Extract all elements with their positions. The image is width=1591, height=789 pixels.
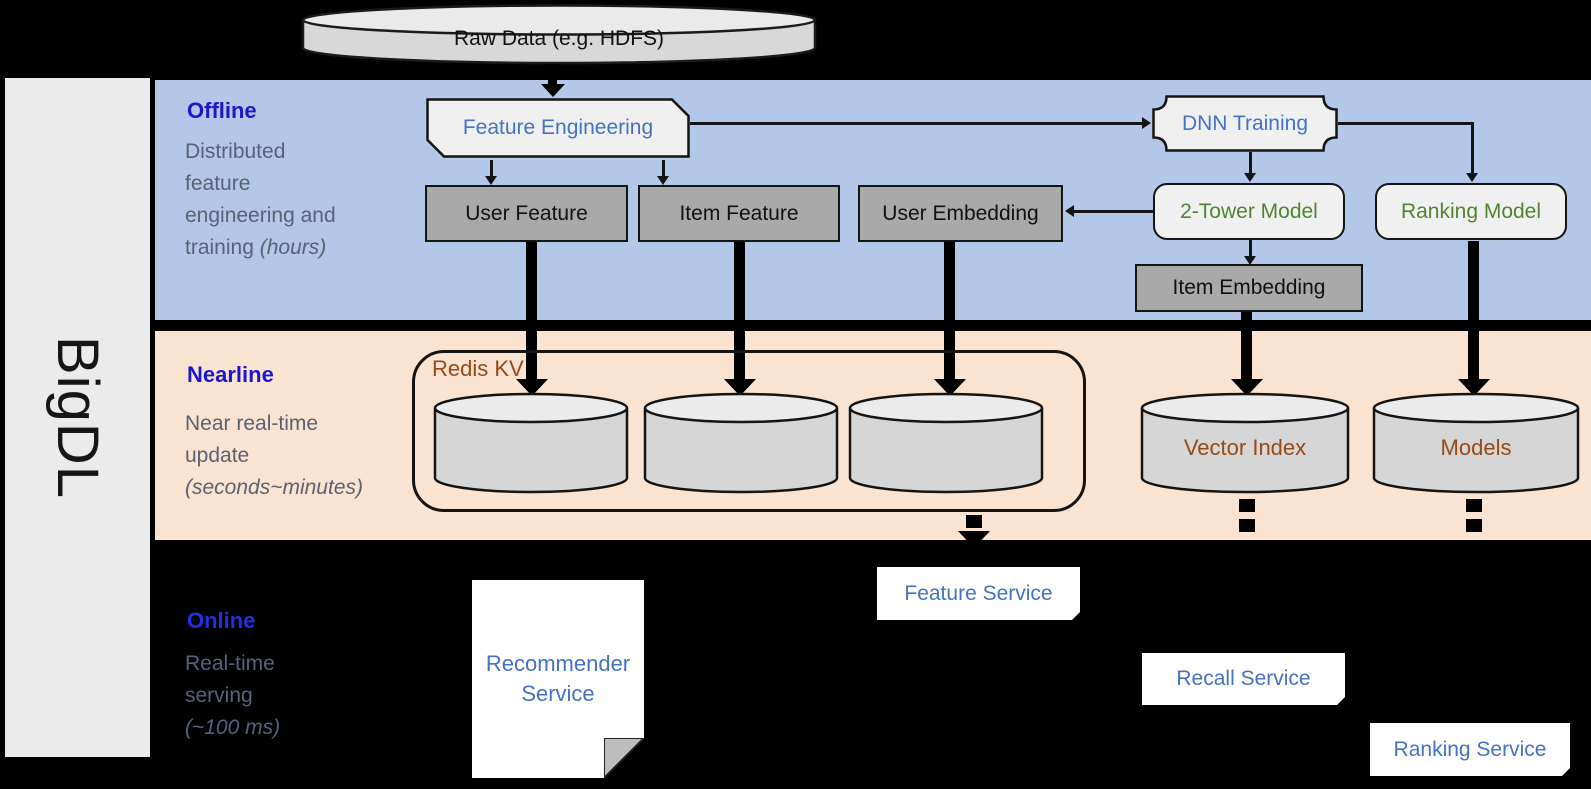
redis-kv-container xyxy=(412,350,1086,512)
arrow-userembedding-to-kv xyxy=(944,242,955,379)
ranking-service-label: Ranking Service xyxy=(1393,737,1547,761)
arrowhead-dnn-to-rankingmodel xyxy=(1466,173,1478,182)
feature-engineering-node: Feature Engineering xyxy=(426,98,690,158)
raw-data-label: Raw Data (e.g. HDFS) xyxy=(453,27,665,50)
vector-index-label: Vector Index xyxy=(1183,435,1307,460)
item-embedding-box: Item Embedding xyxy=(1135,264,1363,312)
cylinder-shape xyxy=(433,392,629,494)
ranking-service-fold-icon xyxy=(1557,767,1571,781)
feature-service-box: Feature Service xyxy=(877,567,1081,625)
cylinder-shape xyxy=(1372,392,1580,494)
arrowhead-fe-to-dnn xyxy=(1142,117,1151,129)
offline-title: Offline xyxy=(187,98,257,123)
item-feature-label: Item Feature xyxy=(679,201,799,225)
arrow-rankingmodel-to-models xyxy=(1468,241,1479,379)
nearline-desc-line1: Near real-time xyxy=(185,412,319,435)
online-desc-line2: serving xyxy=(185,684,253,707)
offline-description: Distributed feature engineering and trai… xyxy=(185,140,336,268)
item-feature-box: Item Feature xyxy=(638,185,840,242)
arrowhead-itemembedding-to-vectorindex xyxy=(1231,379,1263,396)
arrow-dnn-to-twotower xyxy=(1249,152,1252,173)
recall-service-fold-icon xyxy=(1332,696,1346,710)
dashed-link-kv-to-featureservice xyxy=(966,515,982,528)
cylinder-shape xyxy=(848,392,1044,494)
ranking-service-box: Ranking Service xyxy=(1370,723,1571,781)
nearline-description: Near real-time update (seconds~minutes) xyxy=(185,412,363,508)
dashed-link-models-1 xyxy=(1466,499,1482,512)
item-embedding-label: Item Embedding xyxy=(1172,276,1326,300)
two-tower-model-label: 2-Tower Model xyxy=(1180,199,1318,223)
offline-desc-line2: feature xyxy=(185,172,251,195)
ranking-model-label: Ranking Model xyxy=(1400,199,1542,223)
arrowhead-userembedding-to-kv xyxy=(934,379,966,396)
kv-cylinder-3 xyxy=(848,392,1044,501)
bigdl-logo-text: BigDL xyxy=(45,336,111,499)
arrowhead-rawdata-to-fe xyxy=(541,84,565,97)
dnn-training-label: DNN Training xyxy=(1181,111,1309,135)
offline-desc-line1: Distributed xyxy=(185,140,286,163)
online-desc-line3: (~100 ms) xyxy=(185,716,281,739)
online-desc-line1: Real-time xyxy=(185,652,275,675)
offline-desc-line4: training (hours) xyxy=(185,236,327,259)
cylinder-shape xyxy=(643,392,839,494)
feature-service-fold-icon xyxy=(1067,611,1081,625)
models-cylinder: Models xyxy=(1372,392,1580,501)
arrowhead-rankingmodel-to-models xyxy=(1458,379,1490,396)
ranking-model-box: Ranking Model xyxy=(1375,183,1567,240)
nearline-title: Nearline xyxy=(187,362,274,387)
dashed-link-vectorindex-2 xyxy=(1239,519,1255,532)
user-embedding-box: User Embedding xyxy=(858,185,1063,242)
vector-index-cylinder: Vector Index xyxy=(1140,392,1350,501)
arrowhead-twotower-to-itemembedding xyxy=(1244,256,1256,265)
arrowhead-itemfeature-to-kv xyxy=(724,379,756,396)
arrowhead-fe-to-itemfeature xyxy=(657,176,669,185)
arrow-twotower-to-userembedding xyxy=(1074,210,1155,213)
cylinder-shape xyxy=(301,4,817,65)
arrow-rawdata-to-fe xyxy=(548,64,557,85)
arrowhead-kv-to-featureservice xyxy=(958,531,990,548)
recall-service-box: Recall Service xyxy=(1142,653,1346,710)
arrow-fe-to-dnn xyxy=(690,122,1142,125)
user-feature-box: User Feature xyxy=(425,185,628,242)
dashed-link-vectorindex-1 xyxy=(1239,499,1255,512)
feature-service-label: Feature Service xyxy=(904,581,1053,605)
nearline-desc-line3: (seconds~minutes) xyxy=(185,476,363,499)
redis-kv-label: Redis KV xyxy=(432,356,524,381)
offline-desc-line3: engineering and xyxy=(185,204,336,227)
kv-cylinder-2 xyxy=(643,392,839,501)
plaque-shape xyxy=(1152,95,1338,152)
dnn-training-node: DNN Training xyxy=(1152,95,1338,152)
arrow-userfeature-to-kv xyxy=(526,242,537,379)
user-embedding-label: User Embedding xyxy=(882,201,1039,225)
arrowhead-twotower-to-userembedding xyxy=(1065,205,1074,217)
arrow-dnn-to-rankingmodel-v xyxy=(1471,122,1474,174)
arrow-fe-to-userfeature xyxy=(490,160,493,177)
recommender-doc-fold-corner xyxy=(604,738,644,778)
arrow-dnn-to-rankingmodel-h xyxy=(1338,122,1473,125)
raw-data-cylinder: Raw Data (e.g. HDFS) xyxy=(301,3,817,67)
nearline-desc-line2: update xyxy=(185,444,250,467)
online-description: Real-time serving (~100 ms) xyxy=(185,652,280,748)
arrow-twotower-to-itemembedding xyxy=(1249,240,1252,257)
online-title: Online xyxy=(187,608,256,633)
arrow-itemembedding-to-vectorindex xyxy=(1241,312,1252,379)
recall-service-label: Recall Service xyxy=(1176,667,1311,691)
cylinder-shape xyxy=(1140,392,1350,494)
feature-engineering-label: Feature Engineering xyxy=(462,116,654,139)
bigdl-sidebar: BigDL xyxy=(5,78,150,757)
kv-cylinder-1 xyxy=(433,392,629,501)
arrow-fe-to-itemfeature xyxy=(662,160,665,177)
arrowhead-userfeature-to-kv xyxy=(516,379,548,396)
arrow-itemfeature-to-kv xyxy=(734,242,745,379)
user-feature-label: User Feature xyxy=(465,201,588,225)
arrowhead-dnn-to-twotower xyxy=(1244,173,1256,182)
arrowhead-fe-to-userfeature xyxy=(485,176,497,185)
models-label: Models xyxy=(1440,435,1512,460)
two-tower-model-box: 2-Tower Model xyxy=(1153,183,1345,240)
recommender-service-label-line2: Service xyxy=(521,681,595,706)
dashed-link-models-2 xyxy=(1466,519,1482,532)
recommender-service-label-line1: Recommender xyxy=(485,651,631,677)
snip-rect-shape xyxy=(426,98,690,158)
